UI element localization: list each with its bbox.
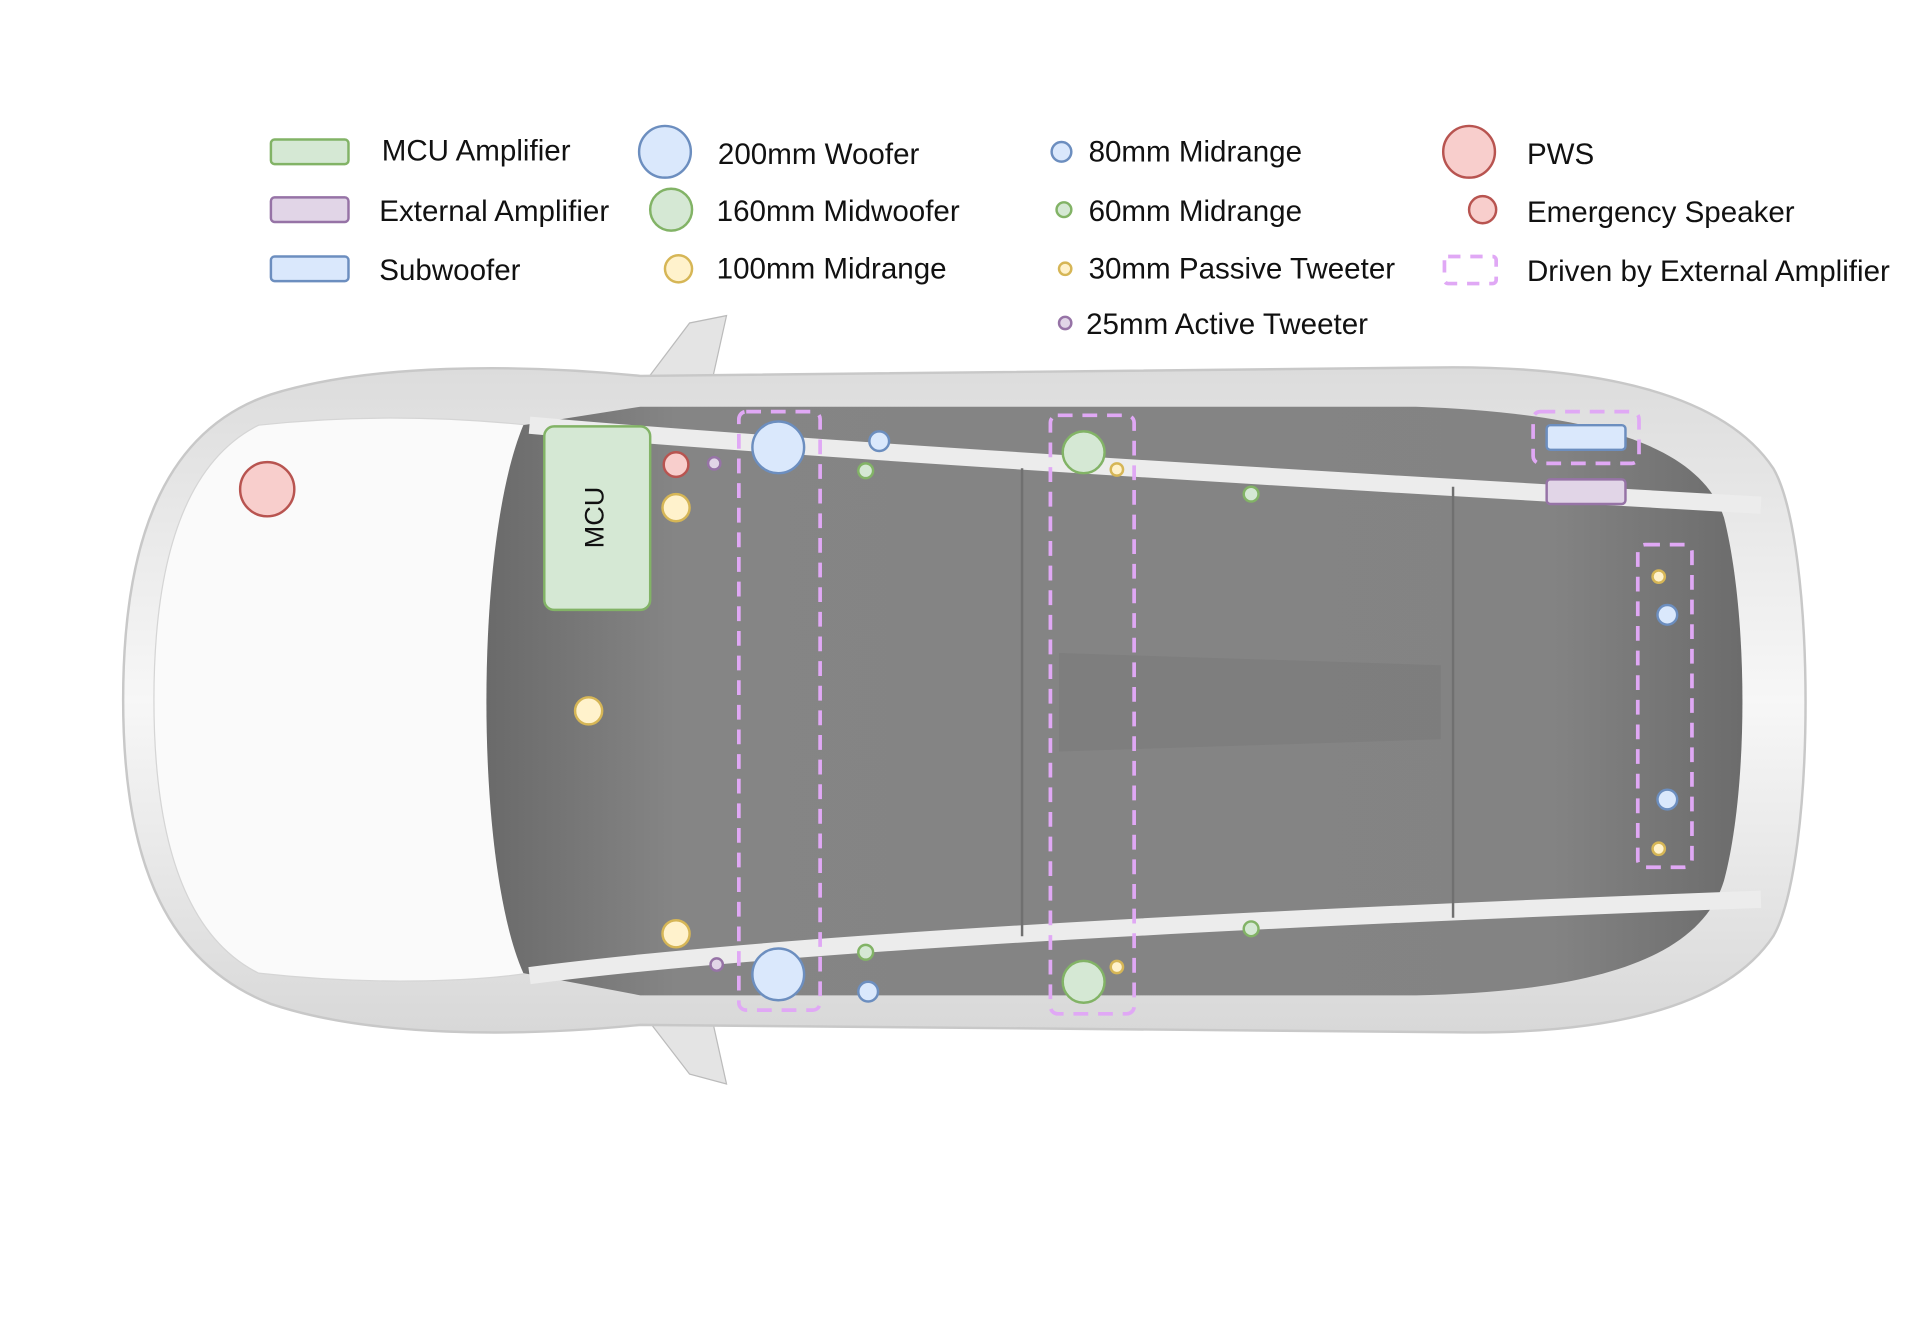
midrange-60mm [1242, 920, 1260, 938]
center-console [1059, 652, 1441, 752]
midrange-60mm [1242, 485, 1260, 503]
mcu-label: MCU [578, 487, 609, 549]
emergency-speaker [662, 451, 690, 479]
active-tweeter-25mm [709, 957, 725, 972]
legend-label-driven-by-external: Driven by External Amplifier [1527, 255, 1890, 288]
hood [153, 417, 531, 982]
legend-label-active-tweeter-25mm: 25mm Active Tweeter [1086, 308, 1368, 341]
external-amp-group-subwoofer [1531, 409, 1641, 466]
legend-icon-active-tweeter-25mm [1057, 315, 1073, 331]
passive-tweeter-30mm [1109, 462, 1125, 477]
legend-label-pws: PWS [1527, 138, 1594, 171]
legend-label-midrange-80mm: 80mm Midrange [1089, 136, 1302, 169]
midrange-80mm [868, 430, 891, 453]
legend-label-mcu-amplifier: MCU Amplifier [382, 134, 571, 167]
passive-tweeter-30mm [1651, 569, 1667, 585]
legend-swatch-subwoofer [269, 255, 350, 283]
subwoofer [1545, 423, 1627, 452]
legend-icon-emergency-speaker [1467, 194, 1498, 225]
midwoofer-160mm [1061, 430, 1106, 475]
legend-label-woofer-200mm: 200mm Woofer [718, 138, 920, 171]
legend-icon-midrange-100mm [663, 254, 694, 284]
mcu-amplifier [543, 425, 652, 612]
legend-label-midwoofer-160mm: 160mm Midwoofer [717, 195, 960, 228]
legend-label-passive-tweeter-30mm: 30mm Passive Tweeter [1089, 253, 1396, 286]
midrange-80mm [1656, 603, 1679, 626]
woofer-200mm [751, 420, 806, 475]
midrange-80mm [1656, 788, 1679, 811]
woofer-200mm [751, 947, 806, 1002]
legend-label-emergency-speaker: Emergency Speaker [1527, 196, 1795, 229]
external-amp-group-rear [1635, 542, 1694, 870]
legend-swatch-mcu-amplifier [269, 138, 350, 166]
legend-icon-midrange-80mm [1050, 140, 1073, 163]
legend-label-external-amplifier: External Amplifier [379, 195, 609, 228]
legend-label-midrange-100mm: 100mm Midrange [717, 253, 947, 286]
midwoofer-160mm [1061, 959, 1106, 1004]
legend: MCU Amplifier External Amplifier Subwoof… [269, 124, 1890, 341]
midrange-60mm [857, 943, 875, 961]
midrange-80mm [857, 980, 880, 1003]
passive-tweeter-30mm [1109, 959, 1125, 975]
external-amplifier [1545, 478, 1627, 506]
legend-icon-woofer-200mm [637, 124, 693, 179]
external-amp-group-front-doors [736, 409, 822, 1012]
legend-icon-midrange-60mm [1055, 201, 1073, 219]
midrange-100mm [661, 918, 691, 949]
midrange-100mm [573, 696, 604, 726]
passive-tweeter-30mm [1651, 841, 1667, 857]
legend-icon-midwoofer-160mm [648, 187, 694, 232]
legend-icon-pws [1441, 124, 1497, 179]
active-tweeter-25mm [706, 455, 722, 471]
legend-swatch-external-amplifier [269, 196, 350, 224]
legend-icon-driven-by-external [1442, 254, 1499, 286]
legend-icon-passive-tweeter-30mm [1057, 261, 1073, 277]
midrange-60mm [857, 462, 875, 480]
legend-label-midrange-60mm: 60mm Midrange [1089, 195, 1302, 228]
midrange-100mm [661, 492, 691, 523]
pws-speaker [238, 460, 296, 518]
external-amp-group-rear-doors [1048, 413, 1136, 1016]
legend-label-subwoofer: Subwoofer [379, 254, 520, 287]
roof-line-bottom [528, 890, 1762, 985]
